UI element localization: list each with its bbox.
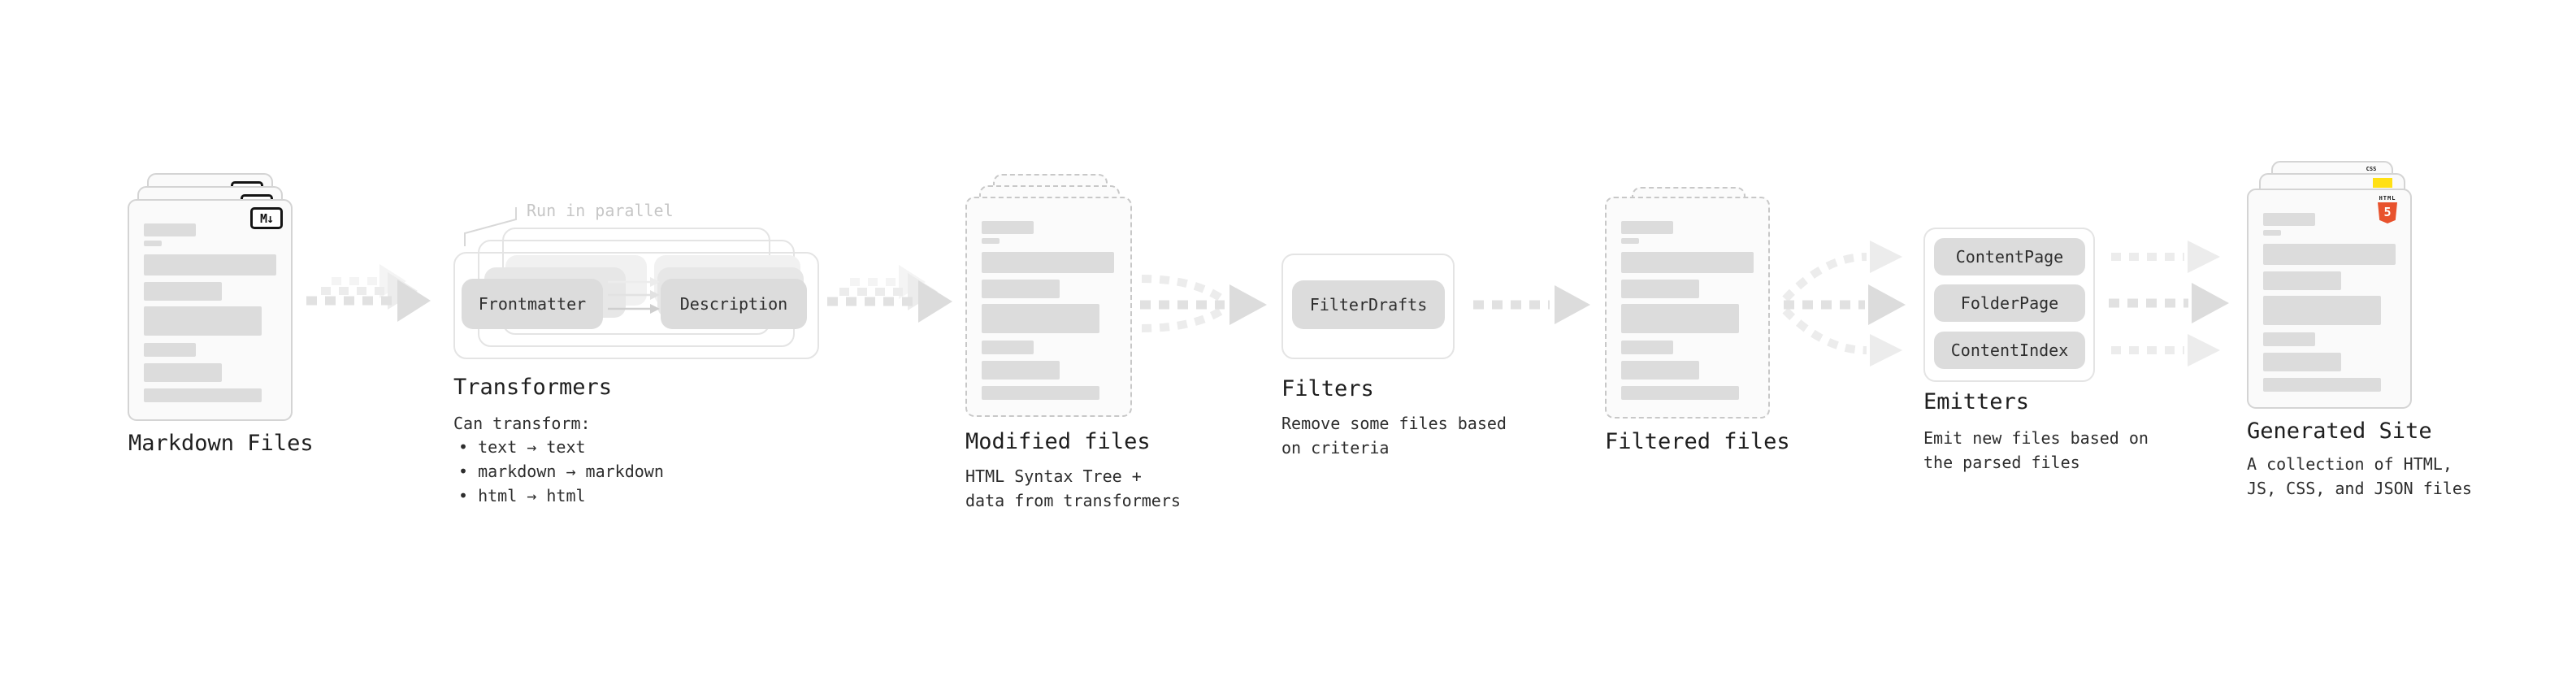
skeleton-text-lines <box>2249 190 2410 392</box>
flow-arrow-modified-to-filters <box>1140 275 1267 332</box>
parallel-arrows-icon <box>608 277 660 314</box>
flow-arrow-filters-to-filtered <box>1473 285 1590 324</box>
flow-arrow-transformers-to-modified <box>827 265 952 323</box>
transformers-box-front <box>453 252 819 359</box>
flow-arrow-emitters-to-generated <box>2109 241 2229 367</box>
markdown-file-page-1: M↓ <box>128 199 293 421</box>
markdown-files-title: Markdown Files <box>128 431 314 456</box>
bullet-item: • text → text <box>458 437 586 457</box>
markdown-badge-icon: M↓ <box>250 207 283 229</box>
skeleton-text-lines <box>129 201 291 402</box>
emitters-title: Emitters <box>1923 389 2030 414</box>
filters-title: Filters <box>1281 376 1374 401</box>
transformers-title: Transformers <box>453 375 613 400</box>
html5-icon: HTML 5 <box>2376 195 2399 223</box>
filters-description: Remove some files based on criteria <box>1281 414 1507 458</box>
generated-site-page-1: HTML 5 <box>2247 189 2412 409</box>
flow-arrow-markdown-to-transformers <box>306 264 431 322</box>
modified-file-page-1 <box>965 197 1132 417</box>
contentindex-pill: ContentIndex <box>1934 332 2085 369</box>
js-icon <box>2373 178 2392 188</box>
folderpage-pill: FolderPage <box>1934 284 2085 322</box>
annotation-callout-line <box>464 207 517 246</box>
modified-files-title: Modified files <box>965 429 1151 454</box>
transformers-desc-heading: Can transform: <box>453 414 591 433</box>
generated-site-title: Generated Site <box>2247 419 2432 444</box>
html5-icon-label: HTML <box>2379 195 2396 202</box>
run-in-parallel-annotation: Run in parallel <box>527 201 674 220</box>
bullet-item: • markdown → markdown <box>458 462 664 481</box>
emitters-description: Emit new files based on the parsed files <box>1923 428 2149 472</box>
filterdrafts-pill: FilterDrafts <box>1292 280 1445 329</box>
modified-files-description: HTML Syntax Tree + data from transformer… <box>965 466 1181 510</box>
skeleton-text-lines <box>1607 198 1768 400</box>
description-pill: Description <box>661 279 807 329</box>
css-icon-label: CSS <box>2366 166 2377 172</box>
html5-icon-shield: 5 <box>2378 202 2397 223</box>
skeleton-text-lines <box>967 198 1130 400</box>
filtered-files-title: Filtered files <box>1605 429 1790 454</box>
bullet-item: • html → html <box>458 486 586 505</box>
contentpage-pill: ContentPage <box>1934 238 2085 275</box>
generated-site-description: A collection of HTML, JS, CSS, and JSON … <box>2247 454 2472 498</box>
flow-arrow-filtered-to-emitters <box>1782 241 1906 367</box>
frontmatter-pill: Frontmatter <box>462 279 603 329</box>
transformers-bullet-list: • text → text • markdown → markdown • ht… <box>458 435 664 508</box>
filtered-file-page-1 <box>1605 197 1770 419</box>
